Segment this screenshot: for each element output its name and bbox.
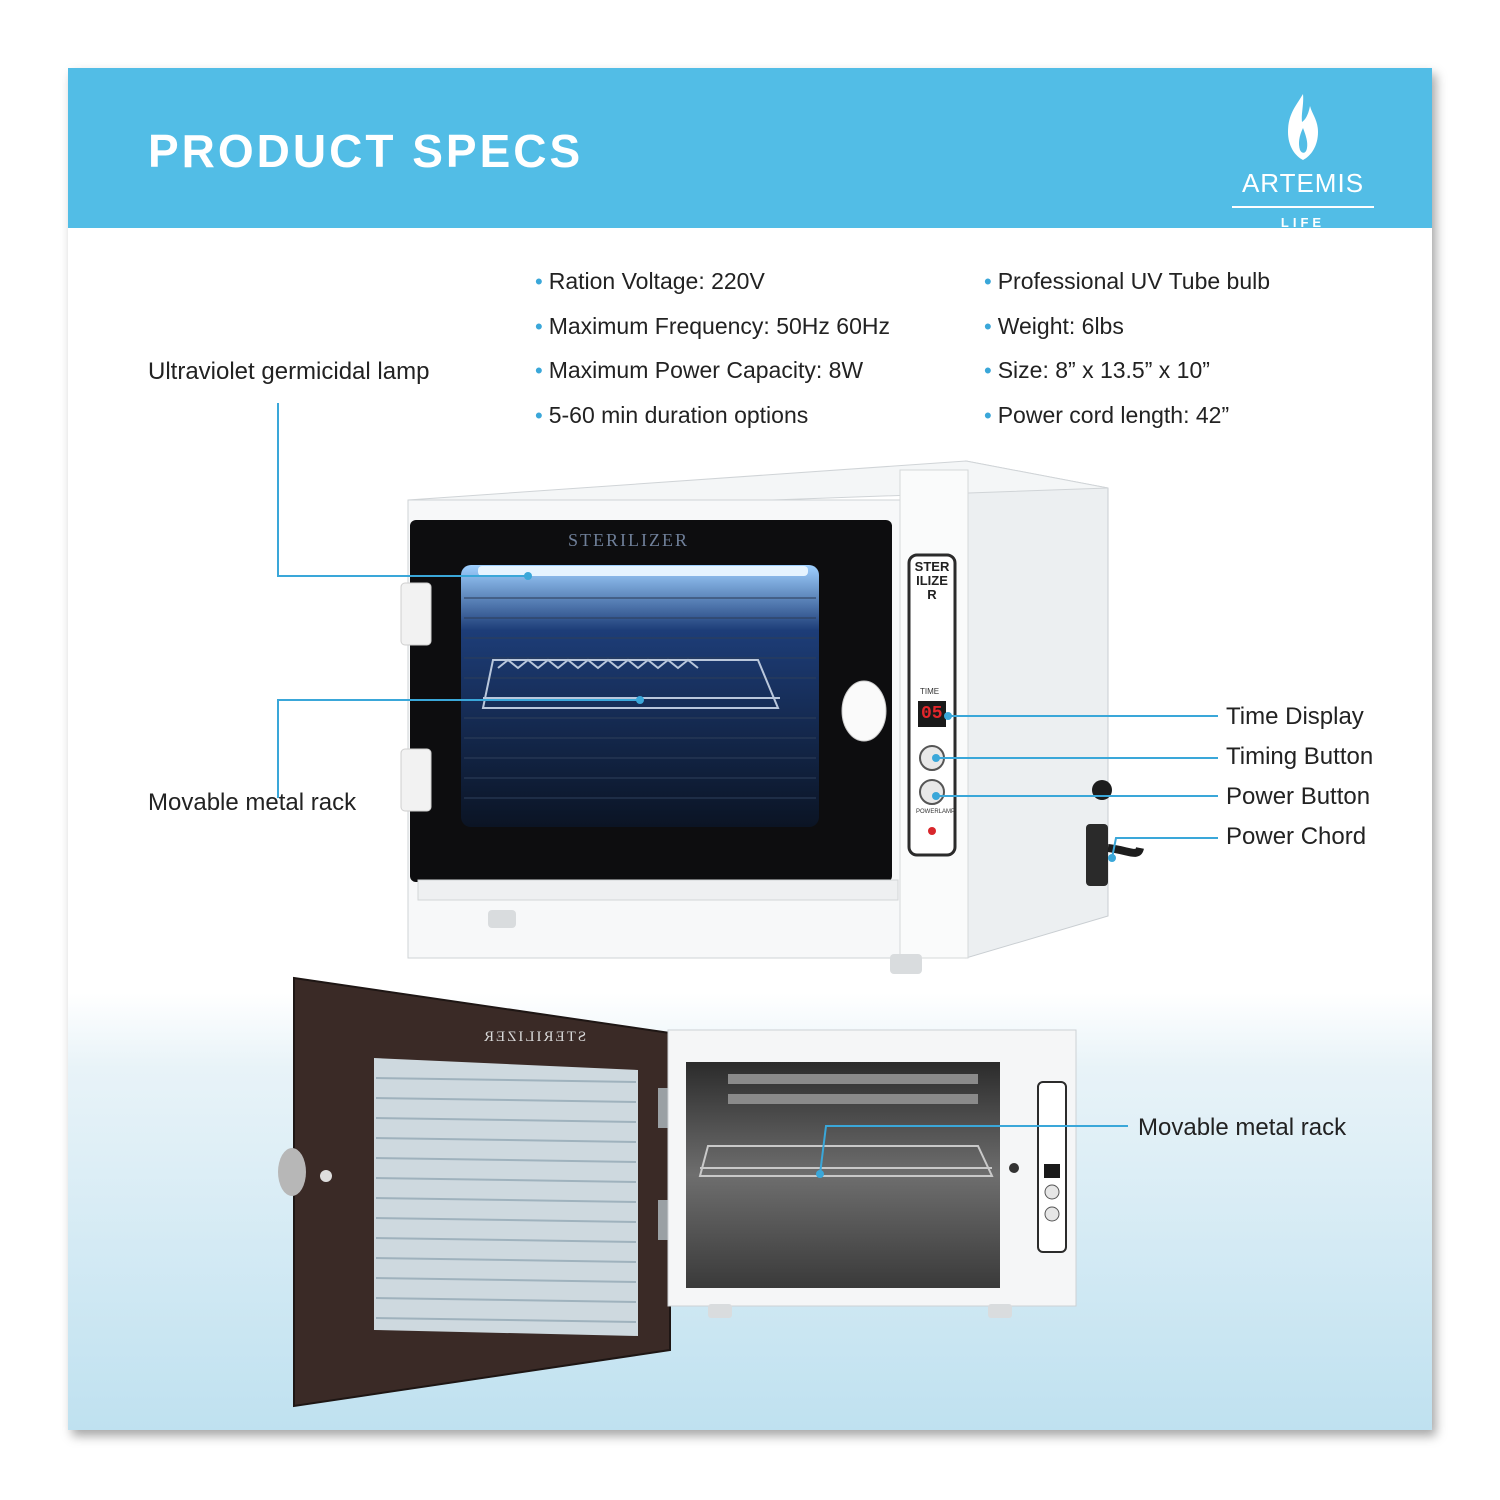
callout-power-button: Power Button — [1226, 783, 1371, 810]
callout-rack-bottom: Movable metal rack — [1138, 1114, 1347, 1141]
sterilizer-closed-unit — [400, 460, 1144, 974]
open-door-brand-label: STERILIZER — [482, 1029, 587, 1045]
spec-item-frequency: •Maximum Frequency: 50Hz 60Hz — [535, 313, 890, 339]
door-brand-label: STERILIZER — [568, 530, 689, 550]
product-spec-card: PRODUCT SPECS ARTEMIS LIFE •Ration Volta… — [68, 68, 1432, 1430]
spec-item-duration: •5-60 min duration options — [535, 402, 809, 428]
callout-uv-lamp: Ultraviolet germicidal lamp — [148, 358, 430, 385]
spec-item-bulb: •Professional UV Tube bulb — [984, 268, 1271, 294]
logo-wordmark: ARTEMIS — [1241, 168, 1365, 198]
spec-item-voltage: •Ration Voltage: 220V — [535, 268, 765, 294]
spec-item-power: •Maximum Power Capacity: 8W — [535, 357, 864, 383]
page-title: PRODUCT SPECS — [148, 125, 584, 177]
spec-item-size: •Size: 8” x 13.5” x 10” — [984, 357, 1210, 383]
spec-item-weight: •Weight: 6lbs — [984, 313, 1124, 339]
callout-time-display: Time Display — [1226, 703, 1364, 730]
logo-divider — [1232, 206, 1374, 208]
panel-time-label: TIME — [920, 687, 940, 696]
callout-timing-button: Timing Button — [1226, 743, 1374, 770]
sterilizer-open-unit — [278, 976, 1077, 1408]
header-banner: PRODUCT SPECS ARTEMIS LIFE — [68, 68, 1432, 229]
time-display-readout: 05 — [921, 704, 943, 724]
spec-item-cord: •Power cord length: 42” — [984, 402, 1230, 428]
callout-power-chord: Power Chord — [1226, 823, 1367, 850]
powerlamp-label: POWERLAMP — [916, 809, 956, 815]
callout-rack-top: Movable metal rack — [148, 789, 357, 816]
flame-icon — [1288, 94, 1318, 160]
brand-logo: ARTEMIS LIFE — [1228, 88, 1378, 229]
panel-brand-label: STERILIZER — [914, 559, 950, 602]
product-illustration — [277, 403, 1218, 1408]
logo-subtitle: LIFE — [1280, 215, 1326, 230]
